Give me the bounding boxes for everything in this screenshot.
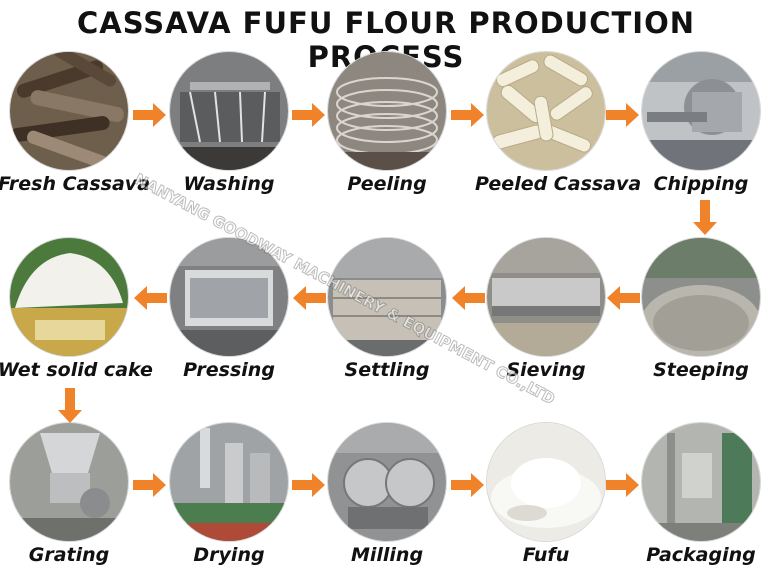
- peeled-cassava-photo: [487, 52, 605, 170]
- arrow-right-icon: [133, 103, 166, 127]
- sieving-photo: [487, 238, 605, 356]
- arrow-right-icon: [292, 473, 325, 497]
- arrow-right-icon: [133, 473, 166, 497]
- arrow-down-icon: [693, 200, 717, 235]
- step-label: Wet solid cake: [0, 359, 153, 381]
- step-label: Fresh Cassava: [0, 173, 151, 195]
- arrow-left-icon: [134, 286, 167, 310]
- peeling-photo: [328, 52, 446, 170]
- arrow-right-icon: [451, 473, 484, 497]
- step-label: Steeping: [653, 359, 749, 381]
- arrow-right-icon: [292, 103, 325, 127]
- step-label: Drying: [193, 544, 265, 566]
- step-label: Grating: [28, 544, 110, 566]
- packaging-photo: [642, 423, 760, 541]
- drying-photo: [170, 423, 288, 541]
- steeping-photo: [642, 238, 760, 356]
- arrow-left-icon: [293, 286, 326, 310]
- arrow-right-icon: [606, 103, 639, 127]
- step-label: Washing: [183, 173, 275, 195]
- step-label: Peeled Cassava: [475, 173, 642, 195]
- arrow-right-icon: [606, 473, 639, 497]
- grating-photo: [10, 423, 128, 541]
- arrow-down-icon: [58, 388, 82, 423]
- step-label: Sieving: [506, 359, 586, 381]
- chipping-photo: [642, 52, 760, 170]
- pressing-photo: [170, 238, 288, 356]
- step-label: Settling: [344, 359, 430, 381]
- step-label: Peeling: [347, 173, 427, 195]
- fufu-photo: [487, 423, 605, 541]
- step-label: Chipping: [653, 173, 749, 195]
- step-label: Pressing: [183, 359, 275, 381]
- arrow-left-icon: [607, 286, 640, 310]
- settling-photo: [328, 238, 446, 356]
- wet-solid-cake-photo: [10, 238, 128, 356]
- step-label: Packaging: [646, 544, 756, 566]
- fresh-cassava-photo: [10, 52, 128, 170]
- arrow-right-icon: [451, 103, 484, 127]
- milling-photo: [328, 423, 446, 541]
- arrow-left-icon: [452, 286, 485, 310]
- step-label: Fufu: [522, 544, 570, 566]
- washing-photo: [170, 52, 288, 170]
- step-label: Milling: [350, 544, 424, 566]
